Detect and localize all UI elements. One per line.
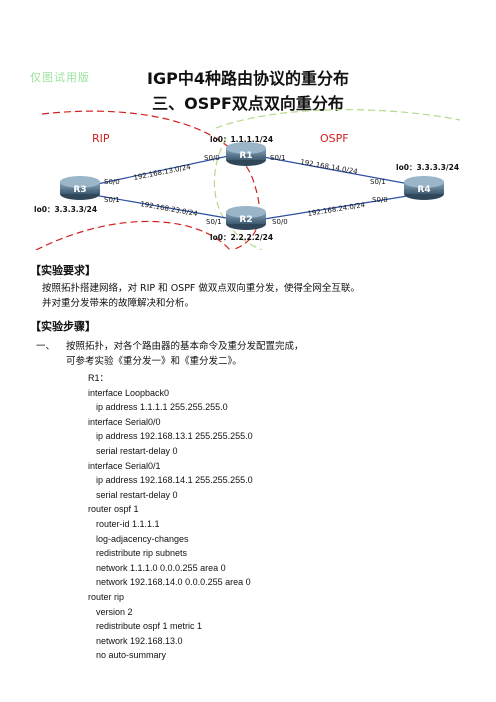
steps-heading: 【实验步骤】	[30, 320, 96, 333]
area-label-ospf: OSPF	[320, 132, 349, 145]
router-r1: R1	[226, 142, 266, 166]
rip-boundary-lower-curve	[35, 220, 231, 250]
port-r3-s00: S0/0	[104, 178, 120, 186]
config-line: ip address 192.168.14.1 255.255.255.0	[96, 475, 253, 486]
port-r1-s00: S0/0	[204, 154, 220, 162]
net-r3-r2: 192.168.23.0/24	[140, 200, 199, 218]
link-r3-r2	[87, 193, 239, 221]
config-line: network 192.168.13.0	[96, 635, 183, 646]
r4-loopback: lo0：3.3.3.3/24	[396, 163, 459, 172]
area-label-rip: RIP	[92, 132, 110, 145]
port-r4-s01: S0/1	[370, 178, 386, 186]
router-r4-label: R4	[417, 185, 430, 195]
link-r2-r4	[257, 193, 421, 221]
net-r1-r4: 192.168.14.0/24	[300, 158, 359, 176]
config-line: serial restart-delay 0	[96, 445, 178, 456]
config-line: router rip	[88, 591, 125, 602]
router-r4: R4	[404, 176, 444, 200]
port-r2-s01: S0/1	[206, 218, 222, 226]
ospf-boundary-curve	[215, 109, 461, 129]
step-1-number: 一、	[36, 341, 56, 352]
config-line: ip address 192.168.13.1 255.255.255.0	[96, 431, 253, 442]
config-line: redistribute rip subnets	[96, 548, 188, 559]
watermark: 仅图试用版	[30, 71, 90, 84]
page-subtitle: 三、OSPF双点双向重分布	[152, 94, 344, 113]
router-r3: R3	[60, 176, 100, 200]
page-title: IGP中4种路由协议的重分布	[147, 69, 349, 88]
r1-loopback: lo0：1.1.1.1/24	[210, 135, 273, 144]
net-r2-r4: 192.168.24.0/24	[307, 201, 366, 218]
config-line: network 192.168.14.0 0.0.0.255 area 0	[96, 577, 251, 588]
router-r3-label: R3	[73, 185, 86, 195]
step-1-line-1: 按照拓扑，对各个路由器的基本命令及重分发配置完成，	[66, 341, 304, 352]
config-line: redistribute ospf 1 metric 1	[96, 621, 203, 632]
config-line: no auto-summary	[96, 650, 167, 661]
r3-loopback: lo0：3.3.3.3/24	[34, 205, 97, 214]
port-r4-s00: S0/0	[372, 196, 388, 204]
config-line: R1：	[88, 373, 109, 383]
config-line: interface Serial0/1	[88, 460, 161, 471]
router-r2: R2	[226, 206, 266, 230]
r2-loopback: lo0：2.2.2.2/24	[210, 233, 273, 242]
config-line: serial restart-delay 0	[96, 489, 178, 500]
link-r3-r1	[87, 153, 239, 187]
config-block: R1： interface Loopback0 ip address 1.1.1…	[88, 371, 253, 663]
requirements-line-1: 按照拓扑搭建网络，对 RIP 和 OSPF 做双点双向重分发，使得全网全互联。	[42, 283, 360, 294]
config-line: router ospf 1	[88, 504, 139, 515]
router-r2-label: R2	[239, 215, 252, 225]
topology-diagram: R3 R1 R2 R4 RIP OSPF lo0：1.1.1.1/24 lo0：…	[34, 109, 461, 250]
requirements-heading: 【实验要求】	[30, 264, 96, 277]
config-line: network 1.1.1.0 0.0.0.255 area 0	[96, 562, 226, 573]
port-r3-s01: S0/1	[104, 196, 120, 204]
config-line: ip address 1.1.1.1 255.255.255.0	[96, 402, 228, 413]
ospf-boundary-lower-curve	[213, 137, 263, 250]
step-1-line-2: 可参考实验《重分发一》和《重分发二》。	[66, 356, 242, 367]
port-r1-s01: S0/1	[270, 154, 286, 162]
net-r3-r1: 192.168.13.0/24	[133, 163, 192, 182]
config-line: interface Serial0/0	[88, 416, 161, 427]
config-line: log-adjacency-changes	[96, 533, 189, 544]
link-r1-r4	[257, 155, 421, 187]
config-line: version 2	[96, 606, 133, 617]
router-r1-label: R1	[239, 151, 252, 161]
requirements-line-2: 并对重分发带来的故障解决和分析。	[42, 298, 195, 309]
config-line: router-id 1.1.1.1	[96, 518, 160, 529]
config-line: interface Loopback0	[88, 387, 170, 398]
port-r2-s00: S0/0	[272, 218, 288, 226]
